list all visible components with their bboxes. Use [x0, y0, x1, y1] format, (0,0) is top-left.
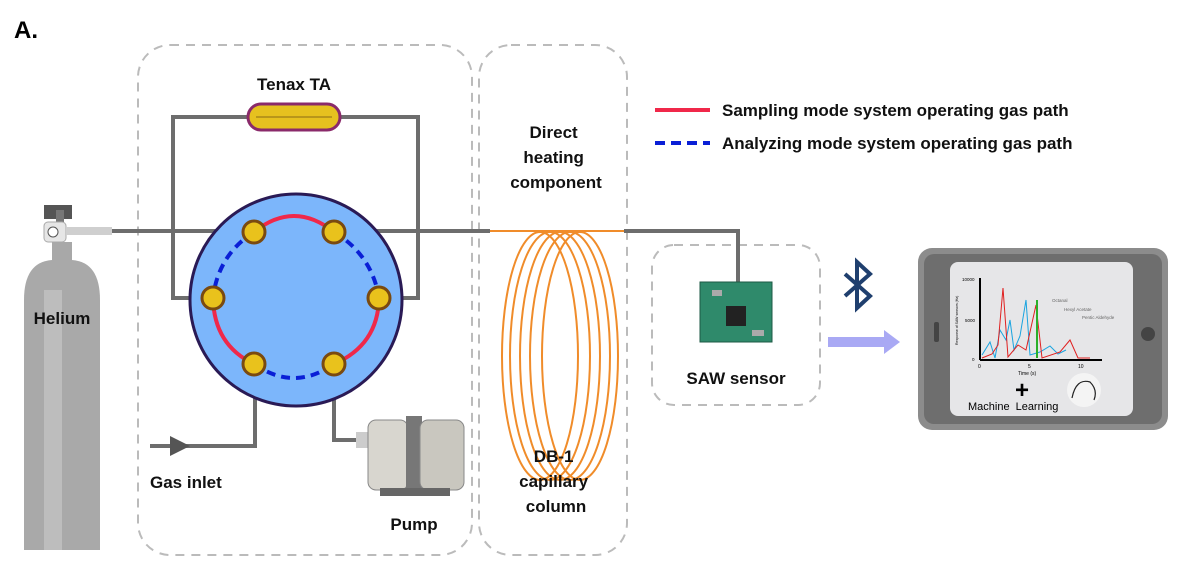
panel-label: A. [14, 17, 38, 44]
valve-port [366, 285, 392, 311]
heating-module-box [478, 44, 628, 556]
tablet-annotation: Octanal [1052, 298, 1068, 303]
gas-inlet-arrow-icon [170, 436, 190, 456]
column-label: DB-1 capillary column [519, 447, 593, 516]
valve-module-box [137, 44, 473, 556]
helium-cylinder: Helium [24, 205, 112, 550]
valve-port [321, 219, 347, 245]
saw-sensor-label: SAW sensor [686, 369, 786, 388]
arrow-right-icon [828, 330, 900, 354]
legend-sampling: Sampling mode system operating gas path [722, 101, 1069, 120]
tablet-ytick: 0 [972, 357, 975, 362]
bluetooth-icon [843, 257, 873, 313]
tablet-ytick: 5000 [965, 318, 976, 323]
tablet-ylabel: Response of SAW sensors (Hz) [955, 296, 959, 345]
helium-label: Helium [34, 309, 91, 328]
tablet-xtick: 0 [978, 364, 981, 370]
valve-port [200, 285, 226, 311]
tablet-annotation: Pentic Aldehyde [1082, 315, 1115, 320]
pump-illustration: Pump [356, 416, 465, 534]
tablet-xlabel: Time (s) [1018, 371, 1036, 377]
tablet-ytick: 10000 [962, 277, 975, 282]
tablet-xtick: 5 [1028, 364, 1031, 370]
valve-port [241, 351, 267, 377]
gas-inlet-label: Gas inlet [150, 473, 222, 492]
tablet-plus: + [1015, 377, 1029, 404]
legend-analyzing: Analyzing mode system operating gas path [722, 134, 1072, 153]
capillary-coil [490, 230, 624, 481]
six-port-valve [188, 192, 404, 408]
legend: Sampling mode system operating gas path … [655, 101, 1072, 153]
cluster-icon [1067, 373, 1101, 407]
tablet: Response of SAW sensors (Hz) 10000 5000 … [918, 248, 1168, 430]
valve-port [321, 351, 347, 377]
pump-label: Pump [390, 515, 437, 534]
tenax-label: Tenax TA [257, 75, 331, 94]
sensor-module-box [651, 244, 821, 406]
direct-heating-label: Direct heating component [510, 123, 602, 192]
valve-port [241, 219, 267, 245]
saw-sensor-board [699, 281, 773, 343]
tablet-xtick: 10 [1078, 364, 1084, 370]
tablet-annotation: Hexyl Acetate [1064, 307, 1092, 312]
